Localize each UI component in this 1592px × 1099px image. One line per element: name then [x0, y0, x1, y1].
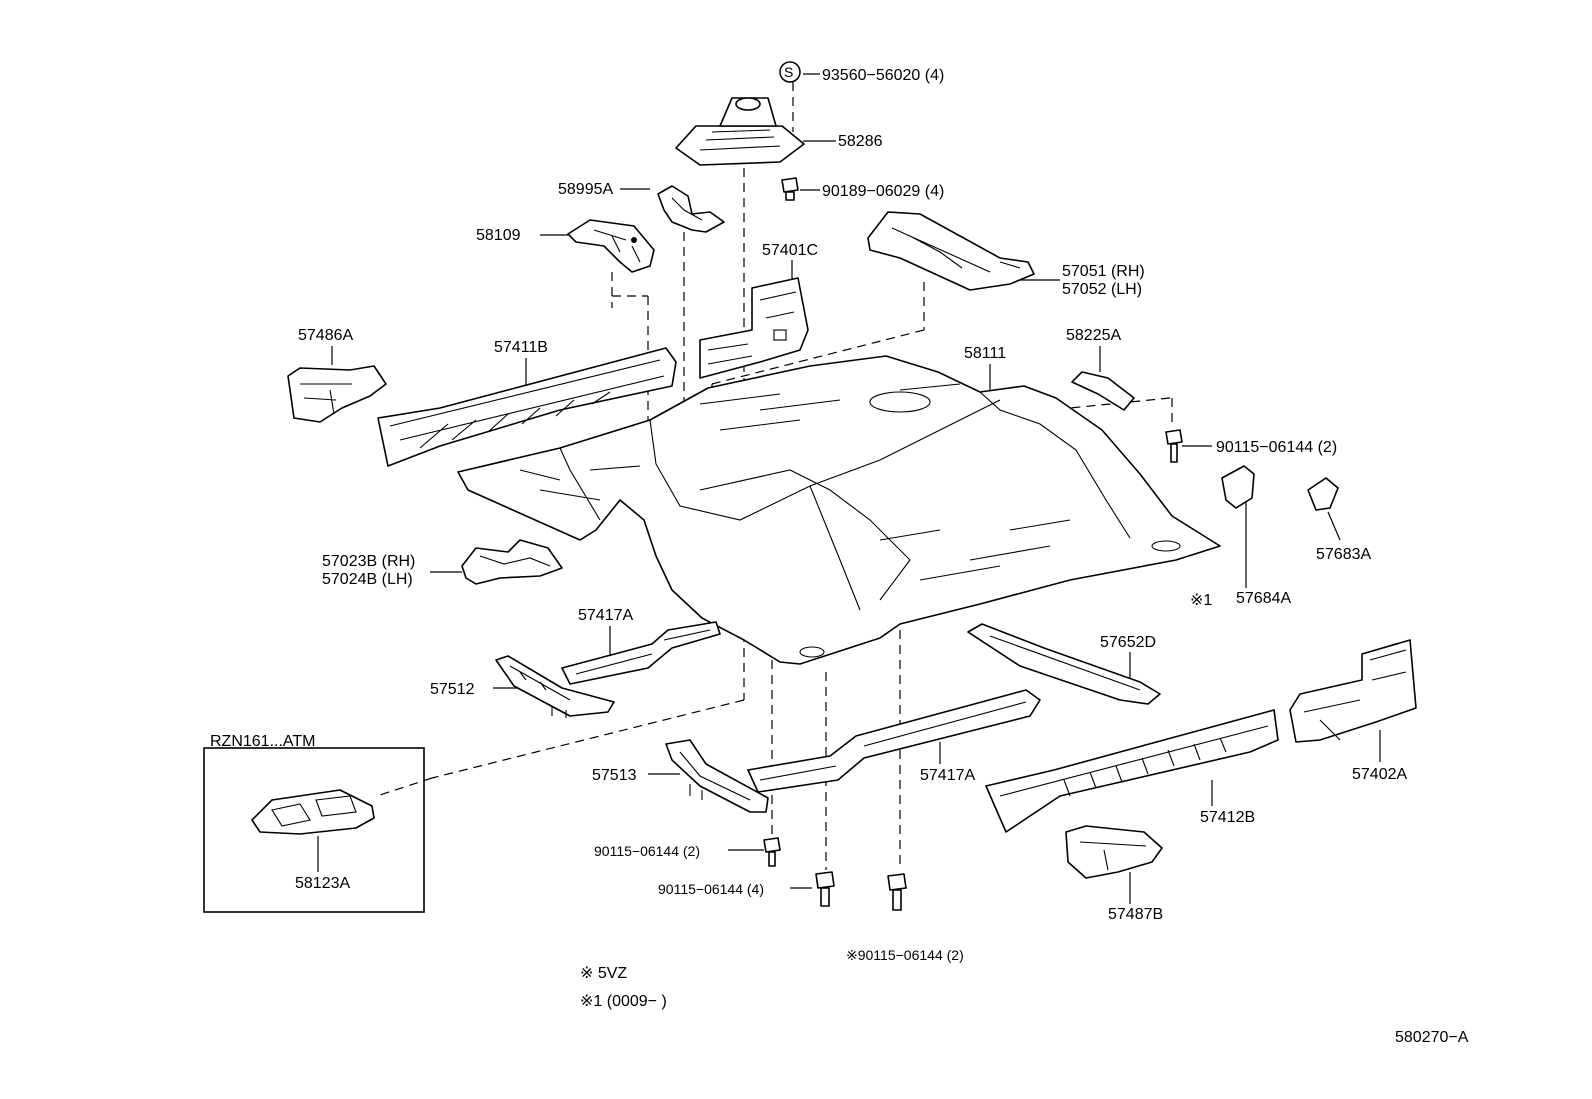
panel-57486a-icon — [287, 365, 387, 423]
bracket-58995a-icon — [657, 185, 725, 233]
sill-57411b-icon — [377, 347, 677, 467]
bracket-57683a-icon — [1307, 477, 1339, 511]
label-58123a: 58123A — [295, 875, 350, 892]
label-57684a: 57684A — [1236, 590, 1291, 607]
label-58225a: 58225A — [1066, 327, 1121, 344]
label-90115-06144-b: 90115−06144 (4) — [658, 881, 764, 897]
bracket-57684a-icon — [1221, 465, 1255, 509]
label-58995a: 58995A — [558, 181, 613, 198]
bolt-90115-a-icon — [763, 837, 781, 867]
label-57401c: 57401C — [762, 242, 818, 259]
s-mark-icon: S — [779, 61, 801, 83]
bracket-58109-icon — [567, 219, 655, 273]
label-mark-1: ※1 — [1190, 592, 1212, 609]
bracket-57512-icon — [495, 655, 615, 718]
bracket-58225a-icon — [1071, 371, 1135, 411]
bracket-57401c-icon — [699, 277, 809, 379]
label-57412b: 57412B — [1200, 809, 1255, 826]
diagram-code: 580270−A — [1395, 1029, 1469, 1046]
bolt-90115-top-icon — [1165, 429, 1183, 463]
label-57683a: 57683A — [1316, 546, 1371, 563]
label-57023b-rh: 57023B (RH) — [322, 553, 415, 570]
label-57024b-lh: 57024B (LH) — [322, 571, 413, 588]
label-58109: 58109 — [476, 227, 521, 244]
clip-90189-icon — [781, 177, 799, 201]
label-93560-56020: 93560−56020 (4) — [822, 67, 944, 84]
member-57417a-mid-icon — [747, 689, 1041, 793]
label-57051-rh: 57051 (RH) — [1062, 263, 1145, 280]
label-57411b: 57411B — [494, 339, 548, 356]
label-58286: 58286 — [838, 133, 883, 150]
label-90115-06144-a: 90115−06144 (2) — [594, 843, 700, 859]
note-5vz: ※ 5VZ — [580, 965, 627, 982]
s-mark-letter: S — [784, 64, 793, 80]
label-58111: 58111 — [964, 345, 1006, 362]
label-57417a-left: 57417A — [578, 607, 633, 624]
label-57512: 57512 — [430, 681, 475, 698]
bolt-90115-b-icon — [815, 871, 835, 907]
label-57402a: 57402A — [1352, 766, 1407, 783]
bolt-90115-c-icon — [887, 873, 907, 911]
shift-boot-58286-icon — [675, 97, 805, 166]
panel-57402a-icon — [1289, 639, 1417, 743]
rzn161-atm-inset-box — [203, 747, 425, 913]
label-57417a-mid: 57417A — [920, 767, 975, 784]
label-90189-06029: 90189−06029 (4) — [822, 183, 944, 200]
label-57052-lh: 57052 (LH) — [1062, 281, 1142, 298]
note-mark-1-date: ※1 (0009− ) — [580, 993, 667, 1010]
crossmember-57051-icon — [867, 211, 1035, 291]
sill-57412b-icon — [985, 709, 1279, 833]
label-90115-06144-c: ※90115−06144 (2) — [846, 947, 964, 963]
bracket-57023b-icon — [461, 539, 563, 585]
member-57652d-icon — [967, 623, 1161, 705]
panel-57487b-icon — [1065, 825, 1163, 879]
label-57513: 57513 — [592, 767, 637, 784]
plate-58123a-icon — [251, 789, 375, 835]
bracket-57513-icon — [665, 739, 769, 813]
label-90115-06144-top: 90115−06144 (2) — [1216, 439, 1337, 456]
floor-pan-58111-icon — [457, 355, 1221, 665]
member-57417a-left-icon — [561, 621, 721, 685]
label-57486a: 57486A — [298, 327, 353, 344]
label-57652d: 57652D — [1100, 634, 1156, 651]
label-57487b: 57487B — [1108, 906, 1163, 923]
label-rzn161-atm: RZN161...ATM — [210, 733, 316, 750]
part-labels: 93560−56020 (4) 58286 90189−06029 (4) 58… — [210, 67, 1469, 1046]
